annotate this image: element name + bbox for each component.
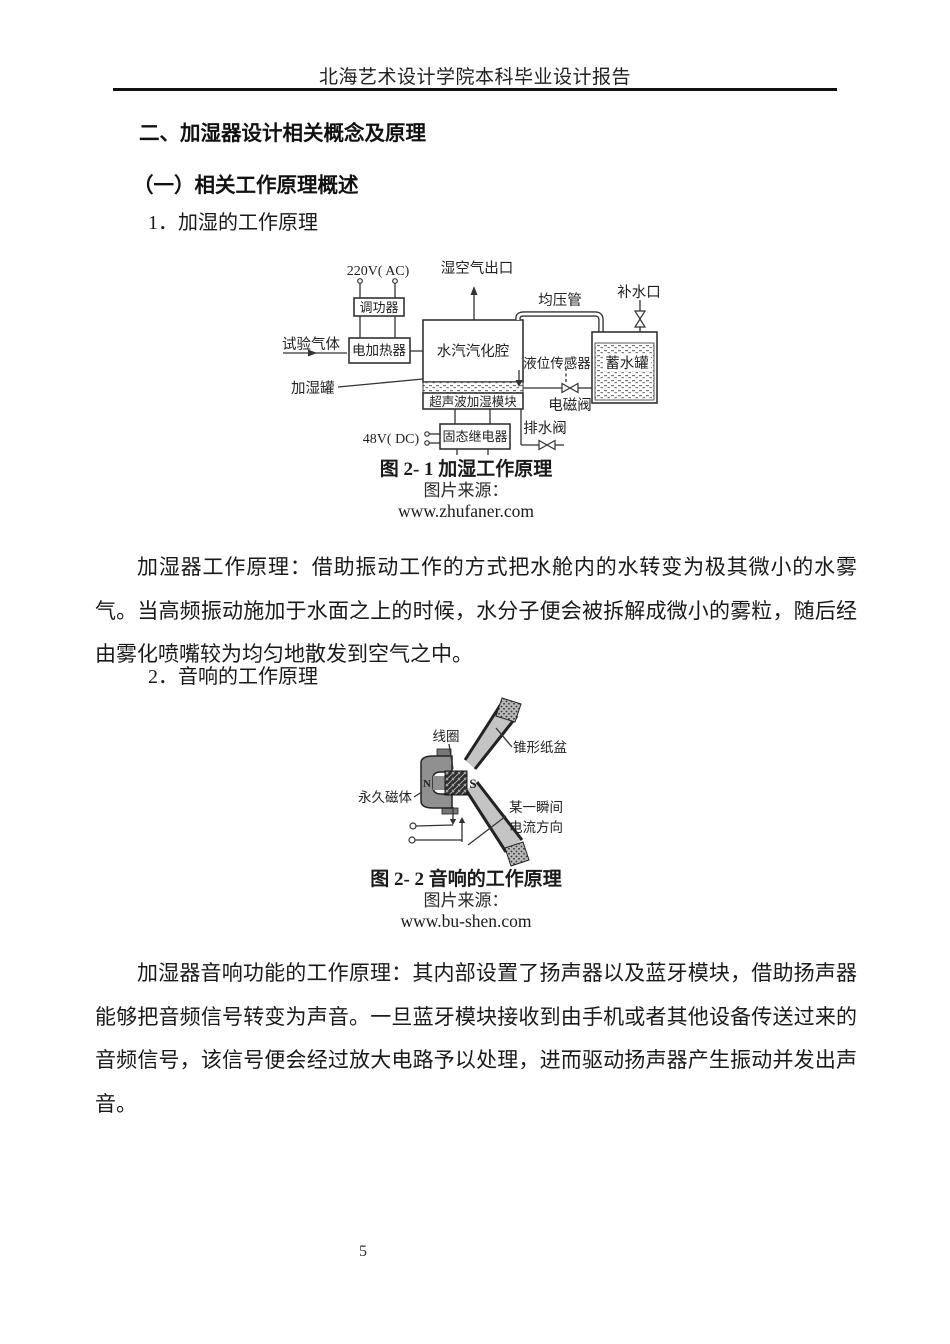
- drain-valve-icon: [545, 439, 556, 451]
- spider-pad: [441, 807, 459, 815]
- voice-coil: [444, 770, 468, 796]
- figure-2-1-diagram: 220V( AC) 调功器 试验气体 电加热器 水汽汽化腔 湿空气出口 超声波加…: [282, 260, 661, 455]
- figure-2-2-caption-block: 图 2- 2 音响的工作原理 图片来源： www.bu-shen.com: [0, 868, 932, 932]
- water-layer: [422, 381, 524, 394]
- terminal-icon: [357, 278, 363, 284]
- spider-pad: [436, 748, 452, 757]
- page-header-title: 北海艺术设计学院本科毕业设计报告: [318, 67, 631, 88]
- numbered-item-2: 2．音响的工作原理: [148, 666, 318, 688]
- tank-water: [594, 342, 655, 401]
- arrow-up-icon: [470, 286, 478, 295]
- figure-2-2-source-label: 图片来源：: [423, 891, 509, 910]
- terminal-icon: [408, 836, 416, 844]
- terminal-icon: [424, 431, 430, 437]
- terminal-icon: [424, 440, 430, 446]
- label-humid-tank: 加湿罐: [291, 380, 335, 397]
- drain-valve-icon: [538, 439, 549, 451]
- label-regulator: 调功器: [359, 300, 398, 315]
- solenoid-valve-icon: [561, 382, 572, 394]
- arrow-up-icon: [458, 817, 466, 823]
- label-power-dc: 48V( DC): [363, 432, 420, 447]
- inlet-valve-icon: [633, 317, 647, 328]
- header-rule: [113, 88, 837, 91]
- label-ultrasonic-module: 超声波加湿模块: [429, 394, 517, 409]
- label-coil: 线圈: [433, 729, 460, 744]
- arrow-down-icon: [515, 380, 523, 387]
- section-heading: 二、加湿器设计相关概念及原理: [139, 122, 426, 145]
- label-current-2: 电流方向: [509, 820, 563, 835]
- cone-rim-pad: [504, 841, 530, 867]
- label-water-inlet: 补水口: [617, 284, 661, 301]
- arrow-right-icon: [308, 349, 317, 357]
- cone-lower: [466, 782, 522, 852]
- label-level-sensor: 液位传感器: [523, 355, 591, 371]
- label-magnet: 永久磁体: [358, 790, 412, 805]
- label-drain-valve: 排水阀: [523, 420, 567, 437]
- vapor-chamber-box: [422, 319, 524, 383]
- figure-2-1-source-label: 图片来源：: [423, 481, 509, 500]
- page-number: 5: [359, 1243, 367, 1260]
- label-pressure-pipe: 均压管: [538, 292, 582, 309]
- label-vapor-chamber: 水汽汽化腔: [437, 343, 510, 360]
- label-pole-n: N: [423, 778, 431, 790]
- label-solenoid-valve: 电磁阀: [548, 397, 592, 414]
- label-power-ac: 220V( AC): [347, 264, 410, 279]
- figure-2-2-source-url: www.bu-shen.com: [400, 911, 532, 931]
- label-heater: 电加热器: [352, 343, 406, 358]
- paragraph-2: 加湿器音响功能的工作原理：其内部设置了扬声器以及蓝牙模块，借助扬声器能够把音频信…: [95, 961, 857, 1116]
- label-pole-s: S: [469, 776, 476, 791]
- terminal-icon: [409, 822, 417, 830]
- figure-2-2-caption: 图 2- 2 音响的工作原理: [370, 869, 562, 890]
- label-current-1: 某一瞬间: [509, 800, 563, 815]
- arrow-down-icon: [449, 819, 457, 825]
- solenoid-valve-icon: [568, 382, 579, 394]
- figure-2-1-source-url: www.zhufaner.com: [398, 501, 534, 521]
- cone-rim-pad: [495, 697, 522, 723]
- label-storage-tank: 蓄水罐: [605, 355, 649, 372]
- label-test-gas: 试验气体: [282, 336, 340, 353]
- subsection-heading: （一）相关工作原理概述: [133, 174, 359, 197]
- figure-2-1-caption: 图 2- 1 加湿工作原理: [379, 459, 553, 480]
- label-wet-air-outlet: 湿空气出口: [441, 260, 514, 277]
- relay-box: [439, 423, 511, 450]
- pressure-pipe: [515, 311, 604, 332]
- regulator-box: [353, 297, 405, 317]
- inlet-valve-icon: [633, 310, 647, 321]
- cone-upper: [465, 704, 517, 769]
- label-cone: 锥形纸盆: [513, 740, 567, 755]
- numbered-item-1: 1．加湿的工作原理: [148, 212, 318, 234]
- ultrasonic-module-box: [422, 392, 524, 410]
- label-relay: 固态继电器: [442, 429, 507, 444]
- paragraph-1: 加湿器工作原理：借助振动工作的方式把水舱内的水转变为极其微小的水雾气。当高频振动…: [95, 555, 857, 666]
- figure-2-2-diagram: N S 线圈 锥形纸盆 永久磁体 某一瞬间 电流方向: [358, 697, 567, 867]
- terminal-icon: [392, 278, 398, 284]
- figure-2-1-caption-block: 图 2- 1 加湿工作原理 图片来源： www.zhufaner.com: [0, 458, 932, 522]
